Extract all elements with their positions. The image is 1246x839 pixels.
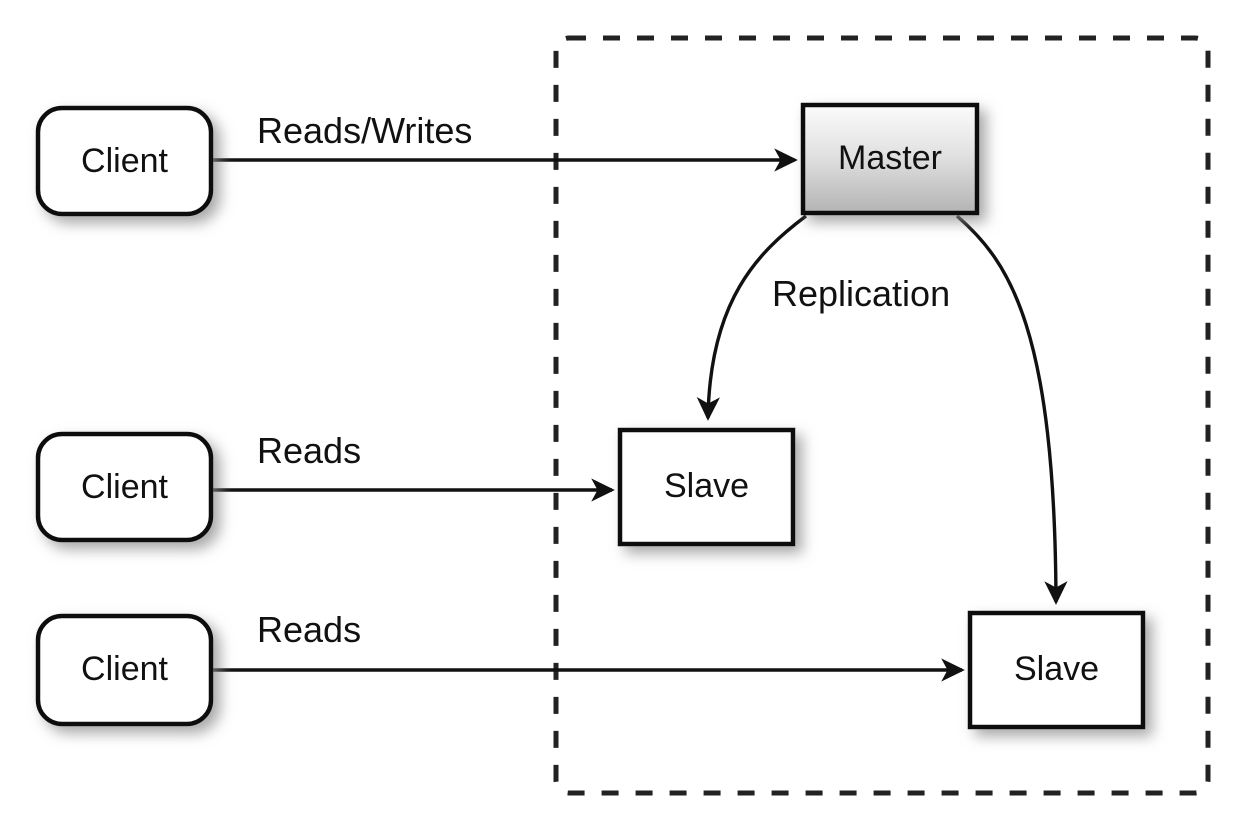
edge-label-reads-writes: Reads/Writes: [257, 110, 472, 151]
node-slave-1[interactable]: Slave: [617, 427, 796, 547]
client-2-box[interactable]: [35, 431, 214, 543]
slave-1-label: Slave: [664, 467, 749, 505]
edge-master-slave1: [696, 214, 808, 421]
master-box[interactable]: [800, 102, 980, 216]
edge-label-replication: Replication: [772, 273, 950, 314]
client-1-label: Client: [81, 142, 168, 180]
client-1-box[interactable]: [35, 105, 214, 217]
edge-label-reads-1: Reads: [257, 430, 361, 471]
client-3-box[interactable]: [35, 613, 214, 727]
node-client-1[interactable]: Client: [35, 105, 214, 217]
node-master[interactable]: Master: [800, 102, 980, 216]
slave-1-box[interactable]: [617, 427, 796, 547]
node-slave-2[interactable]: Slave: [967, 610, 1146, 730]
node-client-3[interactable]: Client: [35, 613, 214, 727]
slave-2-box[interactable]: [967, 610, 1146, 730]
edge-master-slave2: [955, 214, 1068, 605]
client-2-label: Client: [81, 468, 168, 506]
replication-cluster-boundary: [553, 35, 1211, 796]
node-client-2[interactable]: Client: [35, 431, 214, 543]
master-label: Master: [838, 139, 942, 177]
client-3-label: Client: [81, 650, 168, 688]
edge-label-reads-2: Reads: [257, 609, 361, 650]
slave-2-label: Slave: [1014, 650, 1099, 688]
